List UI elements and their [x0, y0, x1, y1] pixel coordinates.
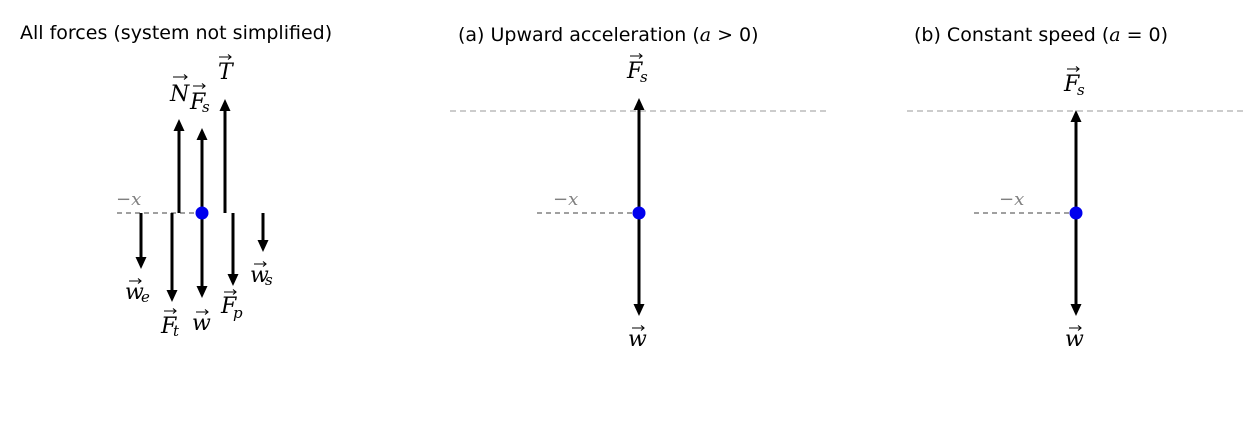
svg-text:e: e	[141, 288, 150, 306]
force-vector-ws	[257, 213, 269, 252]
label-Fp: F p	[220, 289, 243, 322]
svg-text:p: p	[233, 304, 243, 322]
body-point	[632, 206, 646, 220]
label-we: w e	[125, 278, 150, 306]
svg-text:w: w	[192, 311, 211, 336]
body-point	[1069, 206, 1083, 220]
label-N: N	[169, 74, 190, 107]
panel-title: All forces (system not simplified)	[20, 22, 332, 44]
panel-all-forces: All forces (system not simplified) −x	[20, 22, 332, 340]
svg-text:s: s	[1077, 81, 1085, 99]
force-vector-N	[173, 119, 185, 213]
svg-text:F: F	[189, 90, 206, 115]
svg-text:T: T	[218, 60, 235, 85]
body-point	[195, 206, 209, 220]
svg-text:w: w	[628, 327, 647, 352]
svg-text:w: w	[1065, 327, 1084, 352]
force-vector-T	[219, 99, 231, 213]
label-ws: w s	[250, 261, 273, 289]
svg-text:w: w	[125, 280, 144, 305]
force-vector-Fs	[633, 98, 645, 213]
axis-label: −x	[999, 189, 1024, 210]
panel-title: (a) Upward acceleration (a > 0)	[458, 24, 759, 46]
force-vector-Fp	[227, 213, 239, 286]
svg-text:N: N	[169, 82, 190, 107]
panel-upward-acceleration: (a) Upward acceleration (a > 0) −x F s w	[450, 24, 828, 352]
svg-text:s: s	[640, 68, 648, 86]
svg-text:F: F	[160, 314, 177, 339]
label-Ft: F t	[160, 308, 180, 340]
svg-text:s: s	[265, 271, 273, 289]
panel-constant-speed: (b) Constant speed (a = 0) −x F s w	[907, 24, 1244, 352]
label-w: w	[192, 309, 211, 336]
axis-label: −x	[116, 189, 141, 210]
panel-title: (b) Constant speed (a = 0)	[914, 24, 1168, 46]
svg-text:s: s	[202, 98, 210, 116]
label-w: w	[1065, 325, 1084, 352]
force-vector-Fs	[1070, 110, 1082, 213]
svg-text:F: F	[220, 294, 237, 319]
label-T: T	[218, 54, 235, 85]
axis-label: −x	[553, 189, 578, 210]
svg-text:t: t	[173, 322, 180, 340]
force-vector-Ft	[166, 213, 178, 302]
label-Fs: F s	[1063, 66, 1085, 99]
force-vector-w	[633, 213, 645, 316]
label-w: w	[628, 325, 647, 352]
force-vector-w	[1070, 213, 1082, 316]
svg-text:w: w	[250, 263, 269, 288]
svg-text:F: F	[1063, 72, 1080, 97]
force-vector-Fs	[196, 128, 208, 213]
label-Fs: F s	[626, 53, 648, 86]
force-vector-we	[135, 213, 147, 269]
svg-text:F: F	[626, 59, 643, 84]
label-Fs: F s	[189, 83, 210, 116]
force-vector-w	[196, 213, 208, 298]
